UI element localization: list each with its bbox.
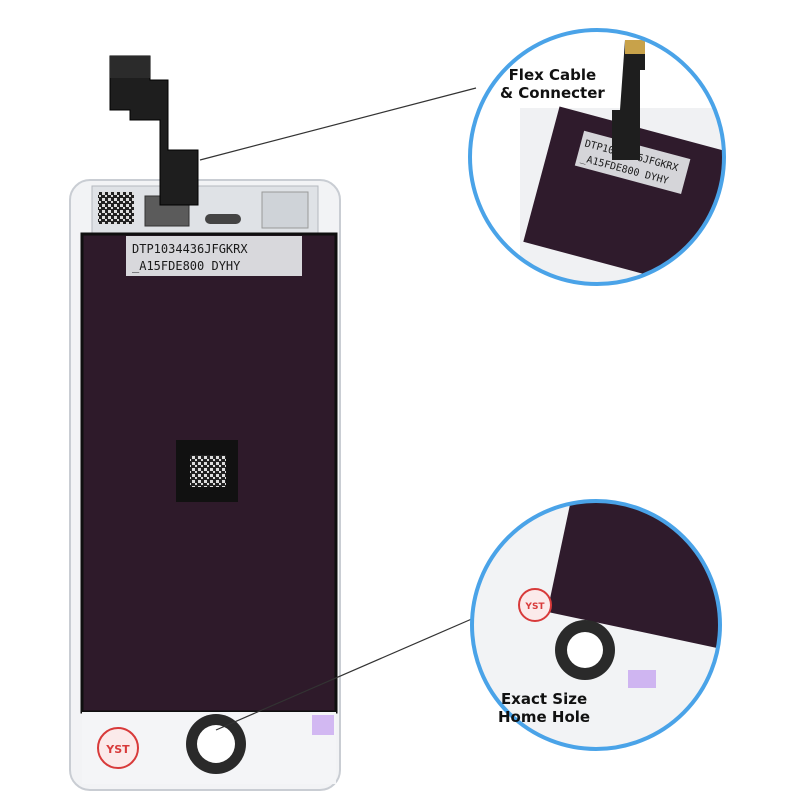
callout-flex-zoom: DTP1034436JFGKRX _A15FDE800 DYHY <box>468 28 726 286</box>
home-hole-label-line2: Home Hole <box>498 708 591 726</box>
flex-connector-tip <box>110 56 150 78</box>
leader-line-home <box>215 617 475 731</box>
yst-stamp-text: YST <box>105 743 130 756</box>
flex-cable-label: Flex Cable & Connecter <box>500 66 605 102</box>
lcd-assembly: DTP1034436JFGKRX _A15FDE800 DYHY YST <box>69 55 341 791</box>
yst-stamp <box>97 727 139 769</box>
panel-label-line1: DTP1034436JFGKRX <box>132 242 248 256</box>
home-button-hole <box>197 725 235 763</box>
zoom-flex-cable <box>612 40 645 160</box>
top-sticker-left <box>98 192 134 224</box>
earpiece-slot <box>205 214 241 224</box>
zoom-panel-top <box>523 106 724 284</box>
home-hole-label: Exact Size Home Hole <box>498 690 590 726</box>
zoom-yst-stamp <box>518 588 552 622</box>
zoom-yst-stamp-text: YST <box>524 602 545 612</box>
zoom-home-hole <box>567 632 603 668</box>
flex-cable-label-line2: & Connecter <box>500 84 605 102</box>
purple-tape <box>312 715 334 735</box>
flex-cable <box>109 55 199 206</box>
center-qr <box>190 455 226 487</box>
flex-cable-label-line1: Flex Cable <box>508 66 597 84</box>
panel-label <box>126 236 302 276</box>
leader-line-flex <box>199 87 477 161</box>
top-bracket-right <box>261 191 309 229</box>
panel-label-line2: _A15FDE800 DYHY <box>132 259 241 273</box>
home-hole-label-line1: Exact Size <box>500 690 588 708</box>
